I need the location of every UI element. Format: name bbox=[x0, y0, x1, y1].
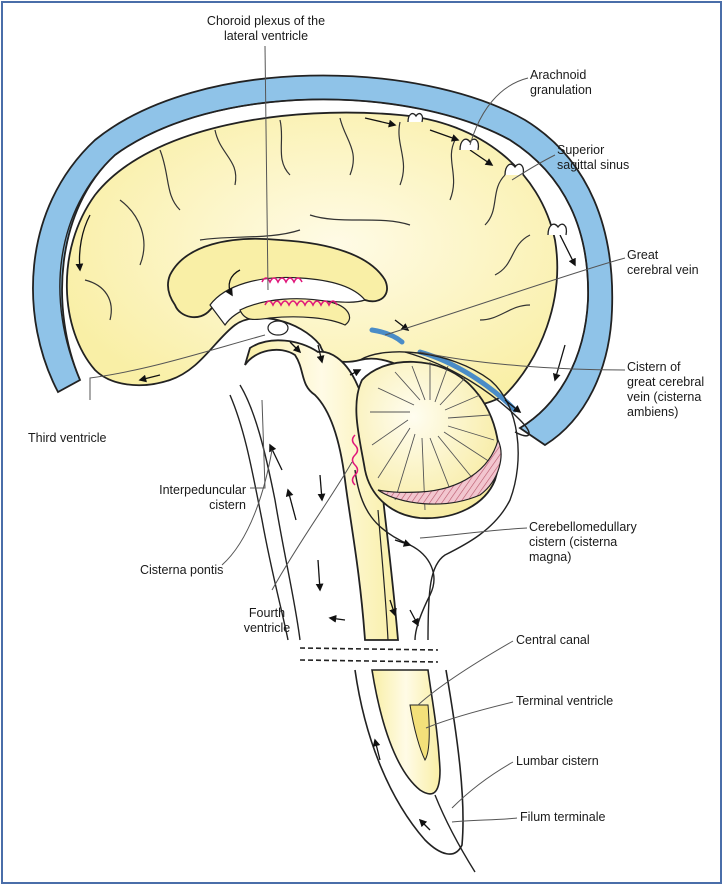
choroid-plexus-lateral bbox=[261, 277, 303, 284]
label-great-cerebral-vein: Great cerebral vein bbox=[627, 248, 699, 277]
label-fourth-ventricle: Fourth ventricle bbox=[243, 606, 291, 635]
label-lumbar-cistern: Lumbar cistern bbox=[516, 754, 599, 768]
cord-break bbox=[299, 647, 439, 663]
choroid-plexus-third bbox=[264, 300, 338, 307]
lower-spinal-cord bbox=[371, 669, 441, 795]
cerebellum bbox=[355, 360, 500, 519]
label-terminal-ventricle: Terminal ventricle bbox=[516, 694, 614, 708]
label-cistern-great-cerebral-vein: Cistern of great cerebral vein (cisterna… bbox=[627, 360, 705, 419]
label-interpeduncular-cistern: Interpeduncular cistern bbox=[159, 483, 246, 512]
label-third-ventricle: Third ventricle bbox=[28, 431, 107, 445]
choroid-plexus-fourth bbox=[351, 434, 359, 486]
label-cisterna-pontis: Cisterna pontis bbox=[140, 563, 224, 577]
csf-flow-arrows bbox=[75, 117, 576, 831]
cisterna-magna-outline bbox=[354, 469, 435, 641]
interthalamic-adhesion bbox=[267, 320, 289, 336]
cisterna-magna-outer bbox=[359, 351, 519, 641]
label-central-canal: Central canal bbox=[516, 633, 590, 647]
leader-lines bbox=[89, 45, 626, 823]
brainstem-subarachnoid-left-outer bbox=[229, 394, 289, 641]
lumbar-dural-sac bbox=[354, 669, 464, 855]
arachnoid-granulations bbox=[407, 112, 568, 236]
filum-terminale bbox=[434, 794, 476, 873]
label-choroid-plexus: Choroid plexus of the lateral ventricle bbox=[206, 14, 326, 43]
label-cerebellomedullary-cistern: Cerebellomedullary cistern (cisterna mag… bbox=[529, 520, 637, 564]
gyri-lines bbox=[84, 117, 531, 321]
cerebellum-hatched-region bbox=[377, 438, 502, 505]
label-arachnoid-granulation: Arachnoid granulation bbox=[530, 68, 592, 97]
great-cerebral-vein bbox=[369, 327, 405, 345]
terminal-ventricle bbox=[409, 704, 430, 762]
fornix bbox=[239, 298, 351, 326]
label-filum-terminale: Filum terminale bbox=[520, 810, 606, 824]
central-canal-upper bbox=[377, 509, 389, 641]
outer-subarachnoid-line bbox=[59, 98, 589, 429]
brainstem-subarachnoid-left bbox=[239, 384, 301, 641]
label-superior-sagittal-sinus: Superior sagittal sinus bbox=[557, 143, 630, 172]
